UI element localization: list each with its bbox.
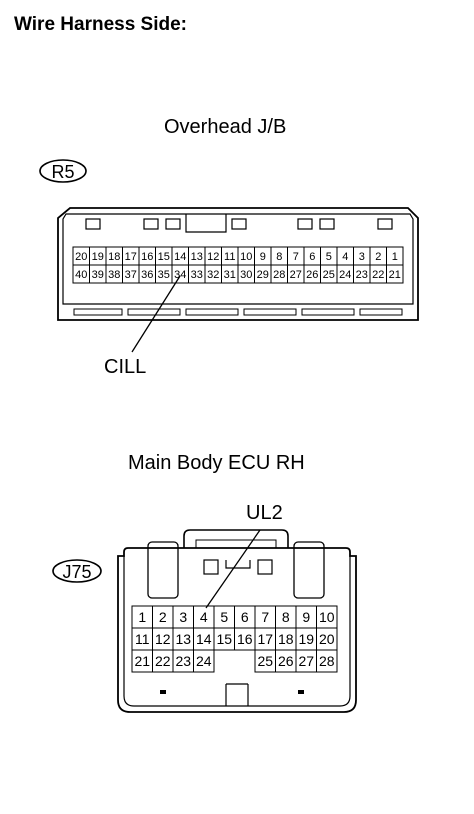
cill-callout-label: CILL [104,356,147,378]
j75-pin-number: 28 [319,653,335,669]
j75-pin-number: 5 [220,609,228,625]
r5-pin-number: 18 [108,251,120,263]
j75-pin-cell [193,649,215,673]
j75-pin-number: 26 [278,653,294,669]
j75-pin-number: 25 [257,653,273,669]
r5-pin-number: 24 [339,269,351,281]
r5-pin-number: 13 [191,251,203,263]
r5-pin-number: 9 [260,251,266,263]
j75-pin-number: 12 [155,631,171,647]
r5-pin-number: 33 [191,269,203,281]
r5-pin-number: 32 [207,269,219,281]
j75-pin-number: 3 [179,609,187,625]
page-title: Wire Harness Side: [14,14,188,35]
r5-pin-number: 14 [174,251,186,263]
r5-pin-cell [386,264,404,284]
r5-pin-number: 27 [290,269,302,281]
j75-pin-number: 1 [138,609,146,625]
r5-pin-number: 4 [342,251,348,263]
cill-leader-line [131,275,181,353]
r5-pin-number: 15 [158,251,170,263]
j75-pin-number: 11 [135,631,150,647]
r5-pin-number: 25 [323,269,335,281]
j75-pin-number: 24 [196,653,212,669]
r5-pin-number: 10 [240,251,252,263]
j75-pin-number: 10 [319,609,335,625]
r5-pin-number: 38 [108,269,120,281]
r5-pin-number: 26 [306,269,318,281]
r5-pin-number: 12 [207,251,219,263]
r5-code-badge: R5 [39,159,87,183]
j75-pin-number: 6 [241,609,249,625]
r5-pin-number: 11 [224,251,235,263]
j75-pin-number: 21 [134,653,150,669]
r5-code: R5 [51,162,74,182]
ul2-callout-label: UL2 [246,502,283,524]
j75-code: J75 [62,562,91,582]
j75-pin-number: 2 [159,609,167,625]
r5-pin-number: 40 [75,269,87,281]
r5-pin-number: 34 [174,269,186,281]
r5-pin-number: 6 [309,251,315,263]
r5-pin-number: 35 [158,269,170,281]
j75-pin-number: 15 [216,631,232,647]
j75-pin-number: 19 [298,631,314,647]
r5-pin-number: 39 [92,269,104,281]
j75-pin-number: 7 [261,609,269,625]
overhead-jb-connector-name: Overhead J/B [164,116,287,138]
r5-pin-number: 28 [273,269,285,281]
r5-pin-number: 30 [240,269,252,281]
j75-pin-number: 23 [175,653,191,669]
r5-pin-number: 5 [326,251,332,263]
j75-pin-number: 18 [278,631,294,647]
r5-pin-number: 2 [375,251,381,263]
r5-pin-number: 23 [356,269,368,281]
r5-pin-number: 8 [276,251,282,263]
j75-pin-number: 9 [302,609,310,625]
r5-pin-number: 17 [125,251,137,263]
j75-pin-number: 4 [200,609,208,625]
j75-pin-cell [316,649,338,673]
j75-pin-number: 8 [282,609,290,625]
ul2-leader-line [205,529,261,609]
j75-pin-number: 22 [155,653,171,669]
j75-pin-number: 16 [237,631,253,647]
r5-pin-number: 1 [392,251,398,263]
j75-pin-number: 13 [175,631,191,647]
r5-pin-number: 7 [293,251,299,263]
j75-pin-number: 27 [298,653,314,669]
r5-pin-number: 21 [389,269,401,281]
r5-pin-number: 20 [75,251,87,263]
r5-pin-number: 29 [257,269,269,281]
j75-pin-number: 17 [257,631,273,647]
r5-pin-number: 19 [92,251,104,263]
r5-pin-number: 3 [359,251,365,263]
j75-code-badge: J75 [52,559,102,583]
r5-pin-number: 37 [125,269,137,281]
j75-pin-number: 20 [319,631,335,647]
main-body-ecu-connector-name: Main Body ECU RH [128,452,305,474]
r5-pin-number: 36 [141,269,153,281]
j75-pin-number: 14 [196,631,212,647]
r5-pin-number: 16 [141,251,153,263]
r5-pin-number: 31 [224,269,236,281]
r5-pin-number: 22 [372,269,384,281]
